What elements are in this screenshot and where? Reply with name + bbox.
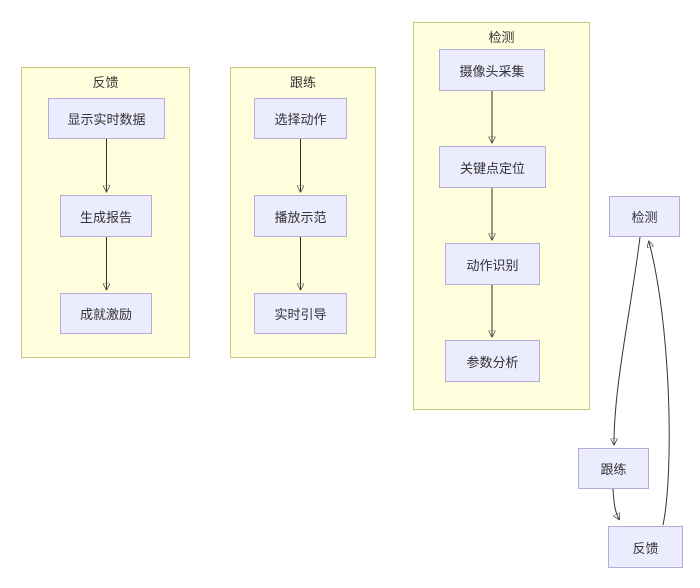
- edge-feedback-to-detect: [649, 242, 670, 526]
- edge-detect-to-practice: [614, 236, 641, 444]
- node-generate-report: 生成报告: [60, 195, 152, 237]
- subgraph-feedback-label: 反馈: [92, 75, 119, 90]
- node-camera-capture: 摄像头采集: [439, 49, 545, 91]
- subgraph-practice-label: 跟练: [289, 75, 316, 90]
- node-feedback: 反馈: [608, 526, 683, 568]
- subgraph-detect-label: 检测: [488, 30, 515, 45]
- node-realtime-guide: 实时引导: [254, 293, 347, 334]
- node-achievement-incentive: 成就激励: [60, 293, 152, 334]
- node-play-demo: 播放示范: [254, 195, 347, 237]
- node-parameter-analysis: 参数分析: [445, 340, 540, 382]
- node-practice: 跟练: [578, 448, 649, 489]
- node-display-realtime-data: 显示实时数据: [48, 98, 165, 139]
- node-select-action: 选择动作: [254, 98, 347, 139]
- node-keypoint-location: 关键点定位: [439, 146, 546, 188]
- node-detect: 检测: [609, 196, 680, 237]
- edge-practice-to-feedback: [612, 488, 619, 519]
- node-action-recognition: 动作识别: [445, 243, 540, 285]
